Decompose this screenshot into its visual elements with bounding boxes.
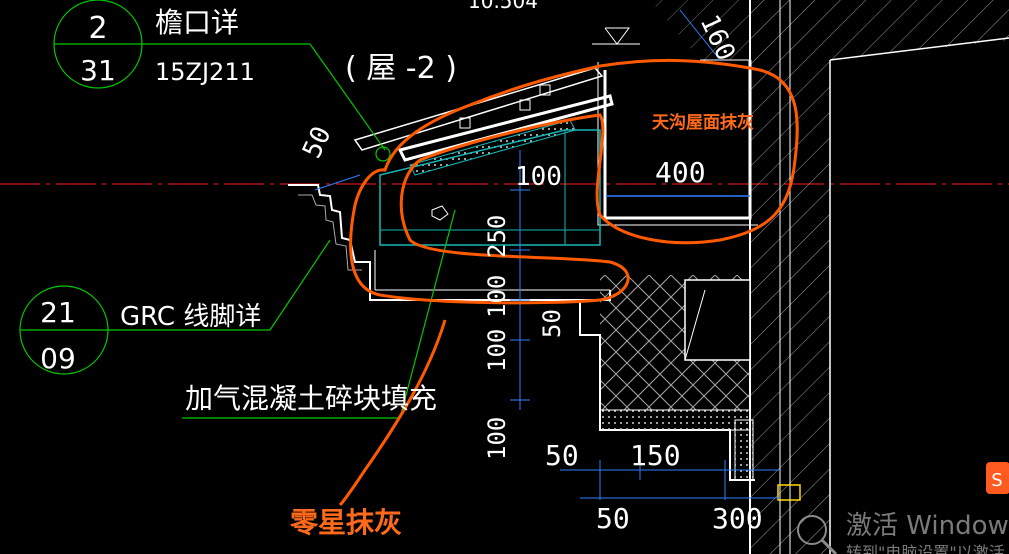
- dim-100-bottom: 100: [483, 417, 511, 460]
- gutter-plaster-label: 天沟屋面抹灰: [652, 112, 754, 133]
- elevation-marker: [592, 27, 640, 45]
- svg-text:S: S: [991, 470, 1002, 491]
- watermark-line2: 转到"电脑设置"以激活: [846, 543, 1005, 554]
- dim-100-mid: 100: [483, 275, 511, 318]
- eave-concrete: [379, 129, 601, 246]
- roof-ref-label: ( 屋 -2 ): [345, 51, 457, 86]
- watermark-line1: 激活 Windows: [846, 511, 1009, 541]
- dim-400: 400: [655, 156, 706, 189]
- windows-watermark: 激活 Windows 转到"电脑设置"以激活: [797, 511, 1009, 554]
- wall-section: [749, 0, 1009, 554]
- markup-outlines: [338, 58, 799, 507]
- dim-100-low: 100: [483, 329, 511, 372]
- gutter-box: [597, 60, 758, 226]
- dim-50-bottom: 50: [545, 439, 579, 472]
- dim-100-top: 100: [515, 162, 562, 192]
- lower-beam: [579, 275, 801, 554]
- bubble-left-number: 21: [40, 296, 76, 329]
- app-tray-icon[interactable]: S: [986, 462, 1009, 494]
- leaders: [19, 0, 456, 419]
- parapet-top: [650, 0, 750, 61]
- eave-detail-label: 檐口详: [155, 6, 239, 39]
- fill-label: 加气混凝土碎块填充: [185, 382, 437, 415]
- dim-50-slope: 50: [297, 122, 337, 163]
- bubble-top-sheet: 31: [80, 54, 116, 87]
- dimension-lines: [314, 150, 780, 500]
- dim-300: 300: [712, 502, 763, 535]
- atlas-ref-label: 15ZJ211: [155, 58, 255, 86]
- grc-cornice: [288, 184, 611, 301]
- grc-label: GRC 线脚详: [120, 302, 261, 332]
- dim-50-mid: 50: [538, 309, 566, 338]
- dim-50-foot: 50: [596, 502, 630, 535]
- elevation-label: 10.504: [468, 0, 538, 13]
- dim-250: 250: [483, 215, 511, 258]
- dim-150: 150: [630, 439, 681, 472]
- bubble-top-number: 2: [88, 11, 107, 46]
- misc-plaster-label: 零星抹灰: [290, 506, 402, 539]
- bubble-left-sheet: 09: [40, 342, 76, 375]
